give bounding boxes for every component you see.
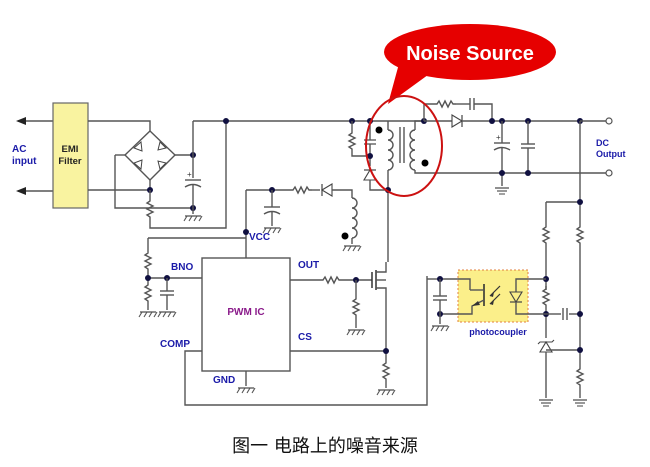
ac-input-lines bbox=[16, 117, 55, 195]
emi-filter-block: EMI Filter bbox=[52, 102, 89, 209]
svg-text:+: + bbox=[187, 170, 192, 179]
cs-label: CS bbox=[298, 332, 312, 343]
callout-text: Noise Source bbox=[406, 43, 534, 65]
dc-output-label-2: Output bbox=[596, 149, 626, 159]
pwm-ic-block: PWM IC bbox=[201, 257, 291, 372]
emi-label-1: EMI bbox=[62, 144, 79, 155]
figure-caption: 图一 电路上的噪音来源 bbox=[232, 436, 418, 457]
photocoupler-label: photocoupler bbox=[469, 327, 527, 337]
out-label: OUT bbox=[298, 260, 319, 271]
bridge-rectifier bbox=[114, 130, 193, 209]
svg-text:+: + bbox=[496, 133, 501, 142]
noise-source-callout: Noise Source bbox=[384, 24, 556, 104]
pwm-ic-label: PWM IC bbox=[227, 307, 264, 318]
comp-label: COMP bbox=[160, 339, 190, 350]
noise-source-highlight bbox=[365, 95, 443, 197]
emi-label-2: Filter bbox=[58, 156, 82, 167]
dc-output-label-1: DC bbox=[596, 138, 609, 148]
vcc-label: VCC bbox=[249, 232, 270, 243]
ac-input-label-2: input bbox=[12, 156, 37, 167]
photocoupler-block: photocoupler bbox=[440, 269, 546, 337]
bno-label: BNO bbox=[171, 262, 193, 273]
mosfet-switch bbox=[371, 262, 387, 300]
ac-input-label-1: AC bbox=[12, 144, 26, 155]
gnd-label: GND bbox=[213, 375, 235, 386]
